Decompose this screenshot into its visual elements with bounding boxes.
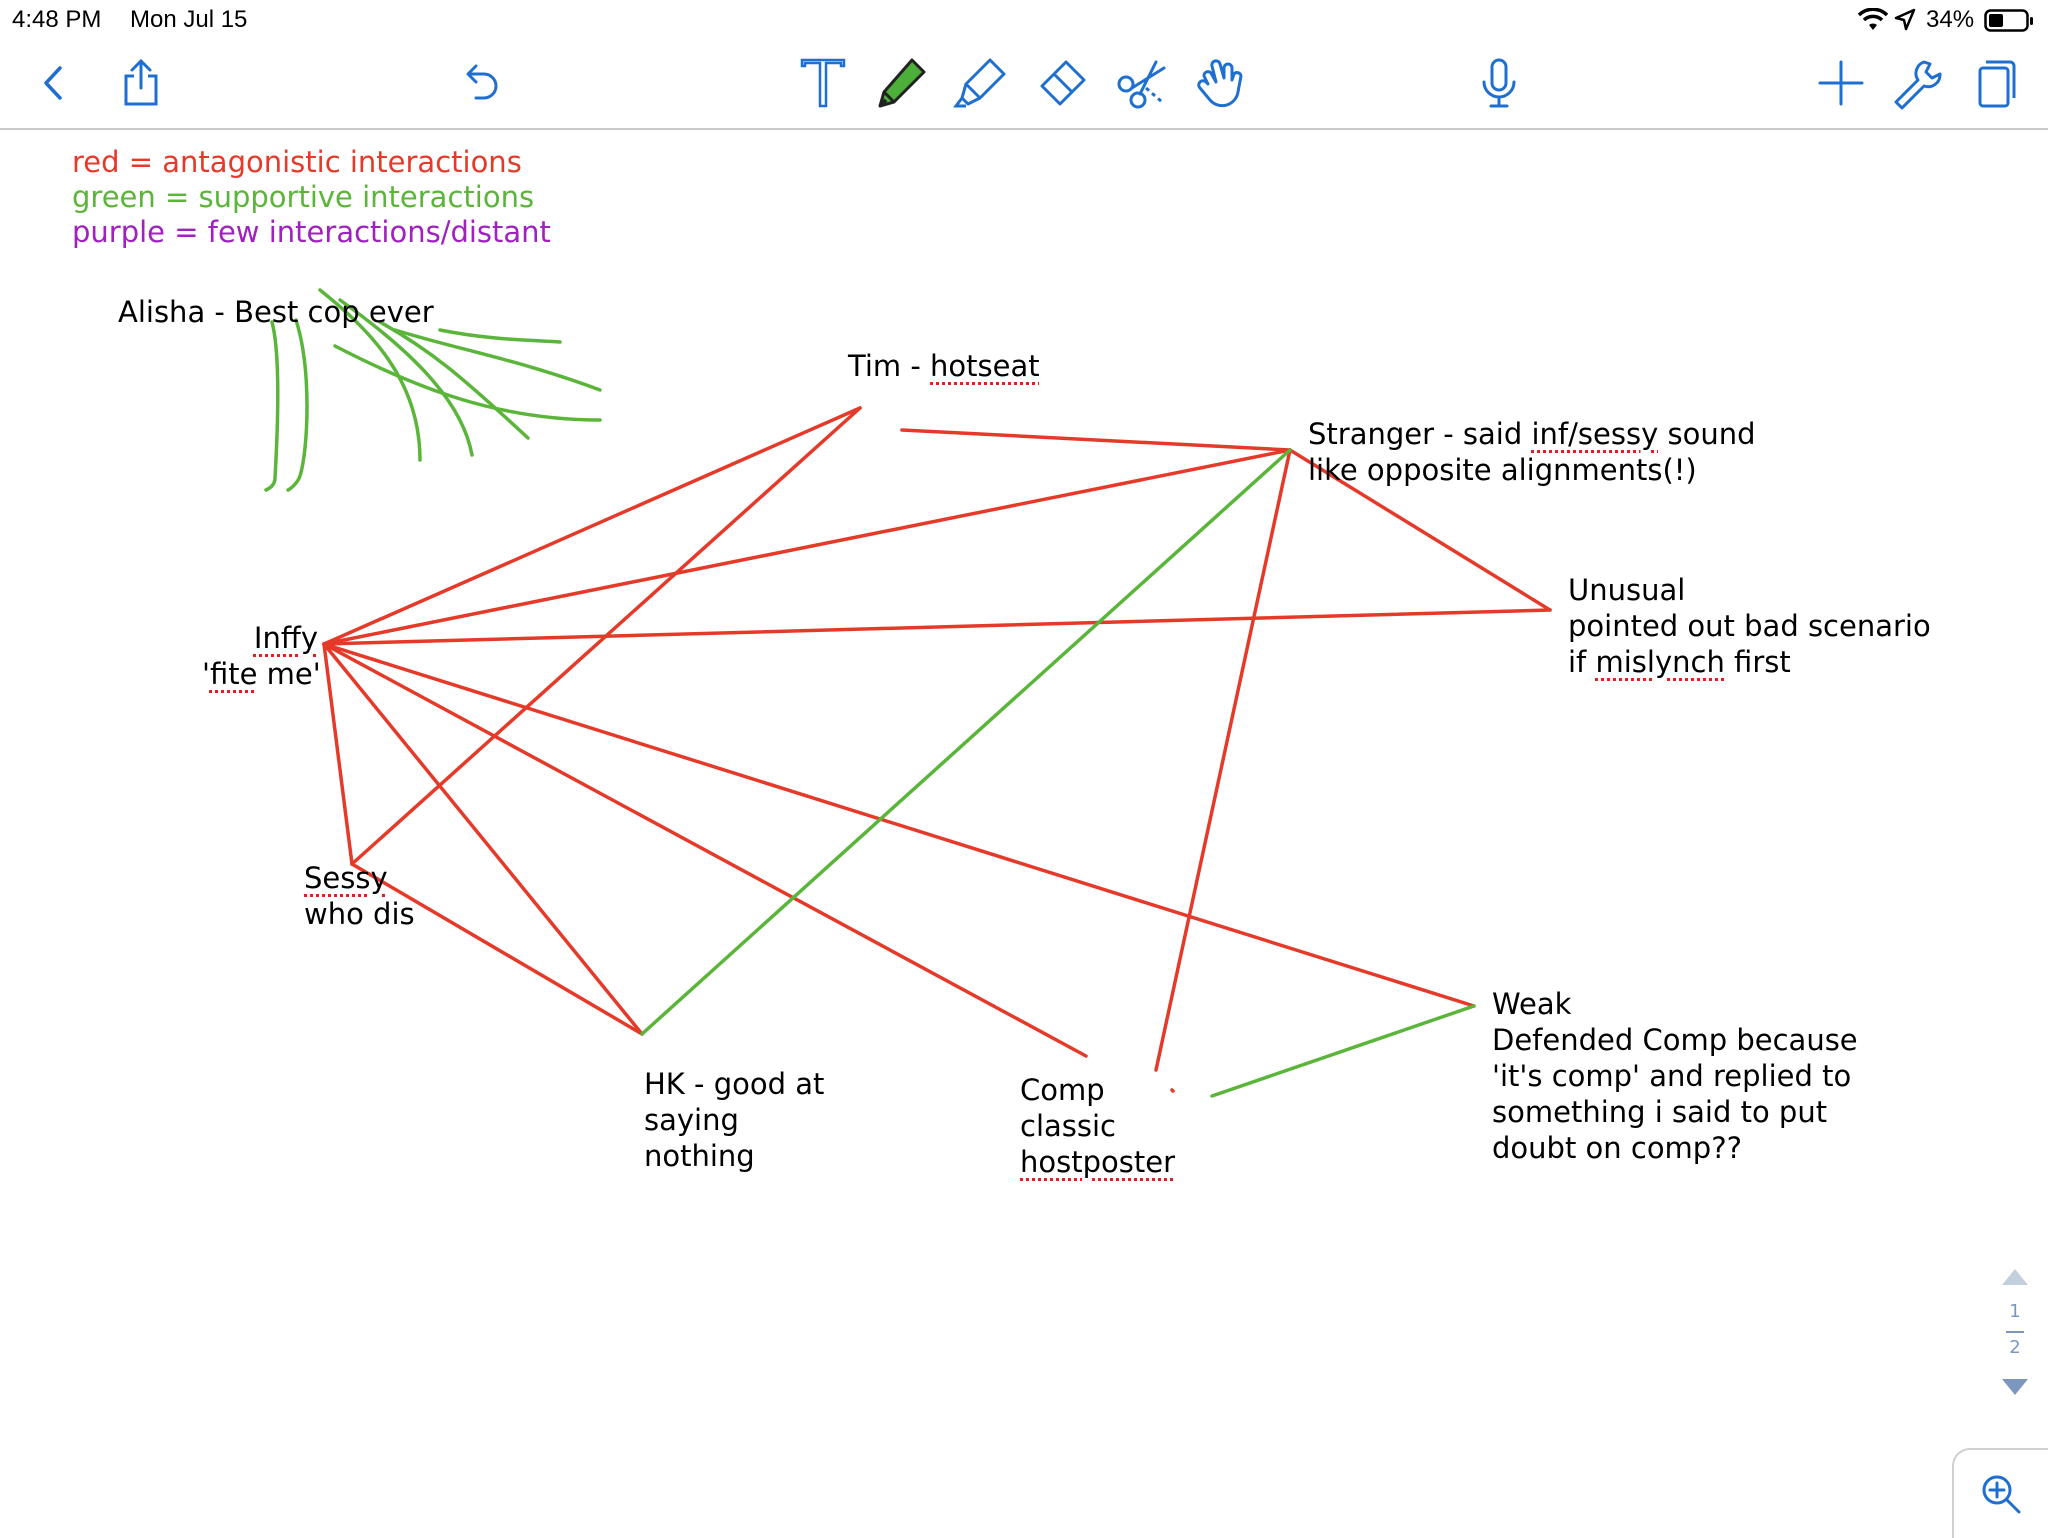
battery-percent: 34% — [1926, 6, 1975, 33]
note-weak-line3: 'it's comp' and replied to — [1492, 1059, 1852, 1093]
note-hk-line3: nothing — [644, 1139, 755, 1173]
note-sessy-name: Sessy — [304, 861, 388, 895]
share-icon — [124, 58, 158, 106]
legend-green: green = supportive interactions — [72, 180, 535, 214]
wifi-icon — [1858, 8, 1888, 30]
highlighter-tool-button[interactable] — [952, 54, 1010, 112]
note-sessy-line2: who dis — [304, 897, 415, 931]
location-arrow-icon — [1894, 8, 1916, 31]
microphone-button[interactable] — [1470, 54, 1528, 112]
note-weak-line5: doubt on comp?? — [1492, 1131, 1742, 1165]
lasso-scissors-icon — [1117, 60, 1166, 109]
note-inffy-name: Inffy — [253, 621, 318, 655]
pages-icon — [1978, 60, 2016, 108]
ink-drawing — [264, 288, 1552, 1098]
undo-button[interactable] — [452, 54, 510, 112]
microphone-icon — [1482, 58, 1516, 108]
note-weak-line2: Defended Comp because — [1492, 1023, 1858, 1057]
note-unusual-post: first — [1724, 645, 1791, 679]
status-date: Mon Jul 15 — [130, 6, 248, 33]
note-inffy-post: me' — [257, 657, 321, 691]
plus-icon — [1818, 60, 1864, 106]
note-weak-line4: something i said to put — [1492, 1095, 1828, 1129]
note-stranger-misspelled: inf/sessy — [1531, 417, 1659, 451]
battery-icon — [1984, 9, 2033, 32]
undo-icon — [466, 64, 498, 100]
add-button[interactable] — [1812, 54, 1870, 112]
eraser-tool-icon — [1040, 60, 1086, 106]
note-comp-line1: Comp — [1020, 1073, 1105, 1107]
settings-button[interactable] — [1888, 54, 1946, 112]
page-scroller[interactable]: 1 2 — [1998, 1265, 2032, 1405]
note-stranger-line2: like opposite alignments(!) — [1308, 453, 1697, 487]
toolbar — [0, 40, 2048, 130]
note-weak-line1: Weak — [1492, 987, 1572, 1021]
note-inffy: Inffy 'fite me' — [202, 620, 321, 692]
hand-pointer-button[interactable] — [1190, 54, 1248, 112]
legend-red: red = antagonistic interactions — [72, 145, 522, 179]
back-button[interactable] — [24, 54, 82, 112]
note-comp: Comp classic hostposter — [1020, 1072, 1175, 1180]
hand-pointer-icon — [1197, 59, 1243, 108]
note-comp-line2: classic — [1020, 1109, 1116, 1143]
note-stranger-pre: Stranger - said — [1308, 417, 1532, 451]
page-current: 1 — [2009, 1301, 2021, 1322]
page-total: 2 — [2009, 1337, 2021, 1358]
note-tim-word: hotseat — [930, 349, 1040, 383]
note-hk-line1: HK - good at — [644, 1067, 825, 1101]
share-button[interactable] — [112, 54, 170, 112]
legend-purple: purple = few interactions/distant — [72, 215, 551, 249]
back-chevron-icon — [44, 66, 62, 100]
page-down-icon[interactable] — [1998, 1375, 2032, 1399]
note-sessy: Sessy who dis — [304, 860, 415, 932]
text-tool-button[interactable] — [794, 54, 852, 112]
note-unusual-pre: if — [1568, 645, 1596, 679]
note-tim-name: Tim - — [848, 349, 931, 383]
lasso-scissors-button[interactable] — [1112, 54, 1170, 112]
wrench-icon — [1894, 60, 1942, 110]
note-weak: Weak Defended Comp because 'it's comp' a… — [1492, 986, 1858, 1166]
note-hk-line2: saying — [644, 1103, 739, 1137]
note-hk: HK - good at saying nothing — [644, 1066, 824, 1174]
highlighter-tool-icon — [953, 58, 1006, 108]
note-comp-line3: hostposter — [1020, 1145, 1175, 1179]
note-unusual-line2: pointed out bad scenario — [1568, 609, 1931, 643]
status-time: 4:48 PM — [12, 6, 102, 33]
note-canvas[interactable]: red = antagonistic interactions green = … — [0, 130, 2048, 1536]
page-up-icon[interactable] — [1998, 1265, 2032, 1289]
note-stranger-post: sound — [1658, 417, 1756, 451]
status-bar: 4:48 PM Mon Jul 15 34% — [0, 0, 2048, 40]
page-divider — [2006, 1331, 2024, 1333]
pen-tool-icon — [878, 58, 926, 108]
note-unusual-line1: Unusual — [1568, 573, 1686, 607]
note-unusual-misspelled: mislynch — [1595, 645, 1725, 679]
note-unusual: Unusual pointed out bad scenario if misl… — [1568, 572, 1931, 680]
text-tool-icon — [800, 58, 846, 108]
note-alisha: Alisha - Best cop ever — [118, 295, 434, 329]
eraser-tool-button[interactable] — [1032, 54, 1090, 112]
zoom-button[interactable] — [1952, 1448, 2048, 1538]
note-inffy-pre: ' — [202, 657, 210, 691]
note-inffy-misspelled: fite — [209, 657, 258, 691]
zoom-in-icon — [1982, 1475, 2021, 1514]
pages-button[interactable] — [1966, 54, 2024, 112]
note-tim: Tim - hotseat — [848, 348, 1040, 384]
note-stranger: Stranger - said inf/sessy sound like opp… — [1308, 416, 1756, 488]
pen-tool-button[interactable] — [872, 54, 930, 112]
